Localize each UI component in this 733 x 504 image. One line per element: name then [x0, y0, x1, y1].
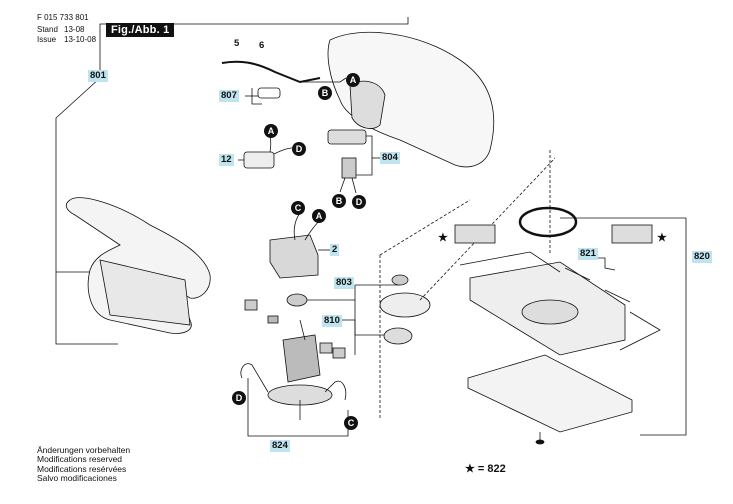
stand-value: 13-08 — [64, 25, 85, 34]
part-803-tag: 803 — [334, 277, 354, 289]
part-6-label: 6 — [259, 40, 265, 51]
switch — [327, 129, 367, 145]
leader-801 — [55, 17, 409, 345]
fan — [379, 292, 431, 318]
clamp-left — [454, 224, 496, 244]
footer-line-es: Salvo modificaciones — [37, 472, 117, 483]
footer-line-de: Änderungen vorbehalten — [37, 445, 131, 455]
stand-label: Stand — [37, 25, 58, 34]
part-2-tag: 2 — [330, 244, 340, 256]
callout-c: C — [344, 416, 358, 430]
callout-d: D — [232, 391, 246, 405]
part-820-tag: 820 — [692, 251, 712, 263]
part-5-label: 5 — [234, 38, 240, 49]
part-824-tag: 824 — [270, 440, 290, 452]
brush-1 — [319, 342, 333, 354]
callout-a: A — [264, 124, 278, 138]
field-coil — [269, 234, 319, 279]
clamp-right — [611, 224, 653, 244]
capacitor — [243, 151, 275, 169]
callout-b: B — [332, 194, 346, 208]
callout-a: A — [312, 209, 326, 223]
callout-b: B — [318, 86, 332, 100]
callout-d: D — [352, 195, 366, 209]
callout-d: D — [292, 142, 306, 156]
sanding-pad — [467, 354, 633, 433]
doc-number: F 015 733 801 — [37, 13, 89, 22]
part-12-tag: 12 — [219, 154, 234, 166]
issue-value: 13-10-08 — [64, 35, 97, 44]
part-804-tag: 804 — [380, 152, 400, 164]
callout-c: C — [291, 201, 305, 215]
bearing-upper — [391, 274, 409, 286]
brush-2 — [332, 347, 346, 359]
star-legend: ★ = 822 — [465, 463, 506, 475]
armature — [282, 334, 321, 383]
housing-right — [327, 31, 495, 168]
footer-line-en: Modifications reserved — [37, 454, 123, 465]
part-821-tag: 821 — [578, 248, 598, 260]
part-807-tag: 807 — [219, 90, 239, 102]
figure-tag: Fig./Abb. 1 — [106, 23, 175, 37]
cable-clamp — [257, 87, 281, 99]
ring — [518, 206, 578, 238]
star-marker-left: ★ — [438, 232, 448, 244]
star-marker-right: ★ — [657, 232, 667, 244]
cord — [221, 60, 321, 84]
issue-label: Issue — [37, 35, 57, 44]
part-810-tag: 810 — [322, 315, 342, 327]
part-801-tag: 801 — [88, 70, 108, 82]
footer-notes: Änderungen vorbehalten Modifications res… — [37, 445, 131, 483]
callout-a: A — [346, 73, 360, 87]
footer-line-fr: Modifications resérvées — [37, 463, 127, 474]
